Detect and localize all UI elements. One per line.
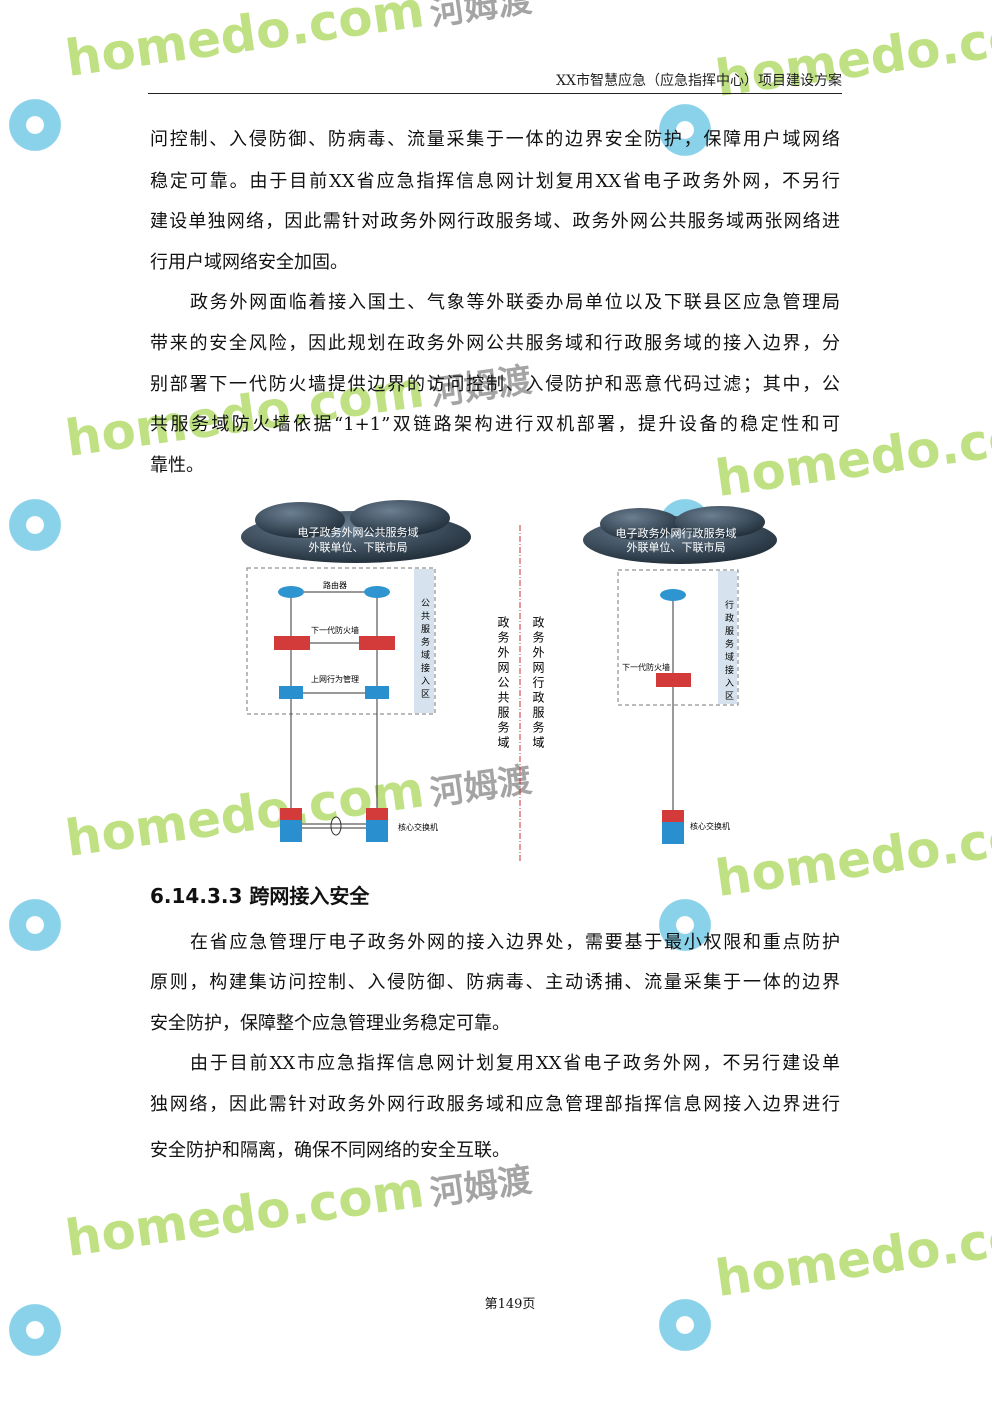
watermark-logo-icon	[655, 495, 715, 555]
body-line: 行用户域网络安全加固。	[150, 252, 348, 273]
watermark-logo-icon	[655, 100, 715, 160]
watermark: homedo.com河姆渡	[61, 760, 535, 868]
body-line: 问控制、入侵防御、防病毒、流量采集于一体的边界安全防护，保障用户域网络	[150, 129, 840, 150]
body-line: 安全防护和隔离，确保不同网络的安全互联。	[150, 1140, 510, 1161]
body-line: 建设单独网络，因此需针对政务外网行政服务域、政务外网公共服务域两张网络进	[150, 211, 840, 232]
body-line: 安全防护，保障整个应急管理业务稳定可靠。	[150, 1013, 510, 1034]
firewall-label: 下一代防火墙	[311, 625, 359, 635]
domain-label: 政务外网行政服务域	[531, 616, 545, 751]
firewall-label: 下一代防火墙	[622, 662, 670, 672]
watermark-logo-icon	[655, 895, 715, 955]
core-switch-icon	[280, 808, 684, 844]
page-number: 第149页	[484, 1297, 536, 1312]
zone-label: 公共服务域接入区	[419, 598, 430, 702]
body-line: 稳定可靠。由于目前XX省应急指挥信息网计划复用XX省电子政务外网，不另行	[150, 171, 840, 192]
body-line: 政务外网面临着接入国土、气象等外联委办局单位以及下联县区应急管理局	[190, 292, 840, 313]
page-header-title: XX市智慧应急（应急指挥中心）项目建设方案	[556, 73, 842, 89]
zone-label: 行政服务域接入区	[723, 599, 734, 704]
cloud-public: 电子政务外网公共服务域 外联单位、下联市局	[241, 500, 471, 563]
body-line: 由于目前XX市应急指挥信息网计划复用XX省电子政务外网，不另行建设单	[190, 1053, 840, 1074]
watermark-logo-icon	[655, 1295, 715, 1355]
core-switch-label: 核心交换机	[690, 821, 730, 831]
watermark: homedo.com	[711, 1200, 992, 1308]
section-heading: 6.14.3.3 跨网接入安全	[150, 884, 370, 908]
body-line: 原则，构建集访问控制、入侵防御、防病毒、主动诱捕、流量采集于一体的边界	[150, 972, 840, 993]
router-icon	[278, 586, 686, 601]
watermark: homedo.com河姆渡	[61, 1160, 535, 1268]
body-line: 在省应急管理厅电子政务外网的接入边界处，需要基于最小权限和重点防护	[190, 932, 840, 953]
public-access-zone	[246, 567, 436, 715]
admin-access-zone	[617, 569, 739, 706]
behavior-management-icon	[279, 686, 389, 699]
router-label: 路由器	[323, 580, 347, 590]
watermark: homedo.com	[711, 0, 992, 109]
watermark: homedo.com河姆渡	[61, 360, 535, 468]
cloud-label: 外联单位、下联市局	[309, 540, 408, 554]
behavior-label: 上网行为管理	[311, 674, 359, 684]
watermark: homedo.com河姆渡	[61, 0, 535, 88]
body-line: 独网络，因此需针对政务外网行政服务域和应急管理部指挥信息网接入边界进行	[150, 1094, 840, 1115]
body-line: 带来的安全风险，因此规划在政务外网公共服务域和行政服务域的接入边界，分	[150, 333, 840, 354]
header-rule	[148, 93, 842, 94]
body-line: 别部署下一代防火墙提供边界的访问控制、入侵防护和恶意代码过滤；其中，公	[150, 374, 840, 395]
watermark: homedo.com	[711, 800, 992, 908]
body-line: 靠性。	[150, 455, 204, 476]
body-line: 共服务域防火墙依据“1+1”双链路架构进行双机部署，提升设备的稳定性和可	[150, 414, 840, 435]
watermark-logo-icon	[5, 1300, 65, 1360]
watermark-logo-icon	[5, 95, 65, 155]
cloud-label: 电子政务外网公共服务域	[298, 525, 419, 539]
firewall-icon	[274, 636, 691, 687]
core-switch-label: 核心交换机	[398, 822, 438, 832]
domain-label: 政务外网公共服务域	[496, 616, 510, 751]
watermark-logo-icon	[5, 495, 65, 555]
watermark-logo-icon	[5, 895, 65, 955]
